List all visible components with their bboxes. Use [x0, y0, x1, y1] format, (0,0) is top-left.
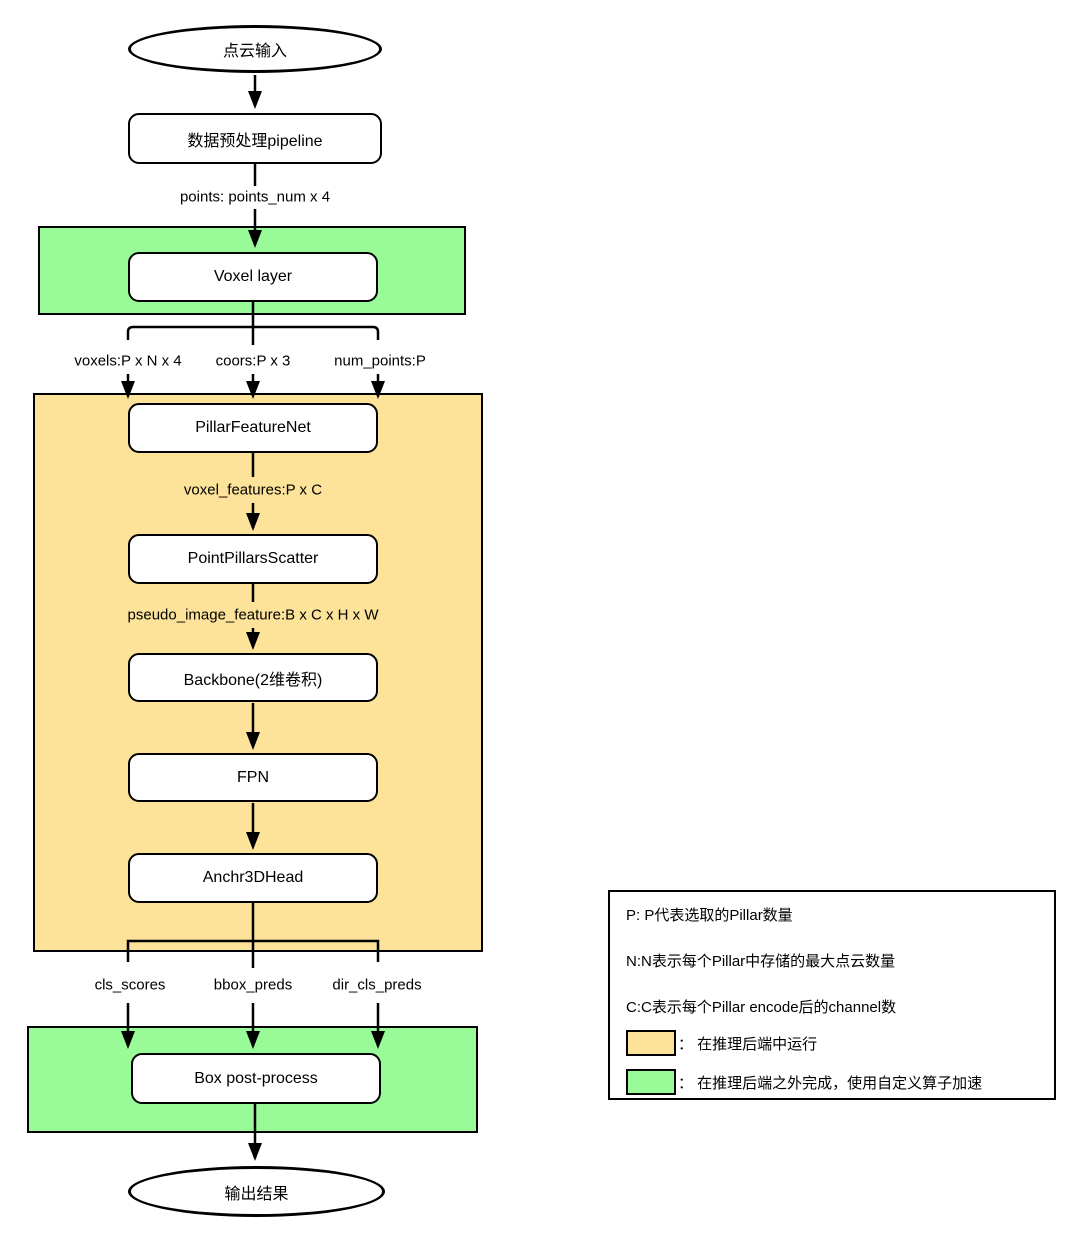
edge-label-voxel-features: voxel_features:P x C [183, 481, 323, 499]
legend-row-orange: ： 在推理后端中运行 [626, 1030, 1038, 1056]
edge-label-points: points: points_num x 4 [179, 188, 331, 206]
edge-label-cls-scores: cls_scores [94, 976, 166, 994]
legend-box: P: P代表选取的Pillar数量 N:N表示每个Pillar中存储的最大点云数… [608, 890, 1056, 1100]
node-voxel-layer: Voxel layer [128, 252, 378, 302]
node-output-result: 输出结果 [128, 1166, 385, 1217]
edge-label-dir-cls-preds: dir_cls_preds [332, 976, 422, 994]
legend-label-green: ： 在推理后端之外完成，使用自定义算子加速 [678, 1074, 983, 1092]
edge-label-coors: coors:P x 3 [215, 352, 291, 370]
node-box-post-process: Box post-process [131, 1053, 381, 1104]
node-point-pillars-scatter: PointPillarsScatter [128, 534, 378, 584]
edge-label-bbox-preds: bbox_preds [213, 976, 293, 994]
legend-note-n: N:N表示每个Pillar中存储的最大点云数量 [626, 953, 896, 970]
legend-swatch-green [626, 1069, 676, 1095]
legend-swatch-orange [626, 1030, 676, 1056]
bracket-head-outputs [126, 939, 380, 962]
node-fpn: FPN [128, 753, 378, 802]
node-preprocess-pipeline: 数据预处理pipeline [128, 113, 382, 164]
legend-row-green: ： 在推理后端之外完成，使用自定义算子加速 [626, 1069, 1038, 1095]
node-point-cloud-input: 点云输入 [128, 25, 382, 73]
bracket-voxel-outputs [126, 325, 380, 340]
edge-label-pseudo-image: pseudo_image_feature:B x C x H x W [127, 606, 379, 624]
edge-label-num-points: num_points:P [334, 352, 426, 370]
node-anchor3d-head: Anchr3DHead [128, 853, 378, 903]
node-backbone: Backbone(2维卷积) [128, 653, 378, 702]
edge-label-voxels: voxels:P x N x 4 [74, 352, 182, 370]
node-pillar-feature-net: PillarFeatureNet [128, 403, 378, 453]
legend-note-p: P: P代表选取的Pillar数量 [626, 907, 793, 924]
legend-label-orange: ： 在推理后端中运行 [678, 1035, 818, 1053]
legend-note-c: C:C表示每个Pillar encode后的channel数 [626, 999, 897, 1016]
